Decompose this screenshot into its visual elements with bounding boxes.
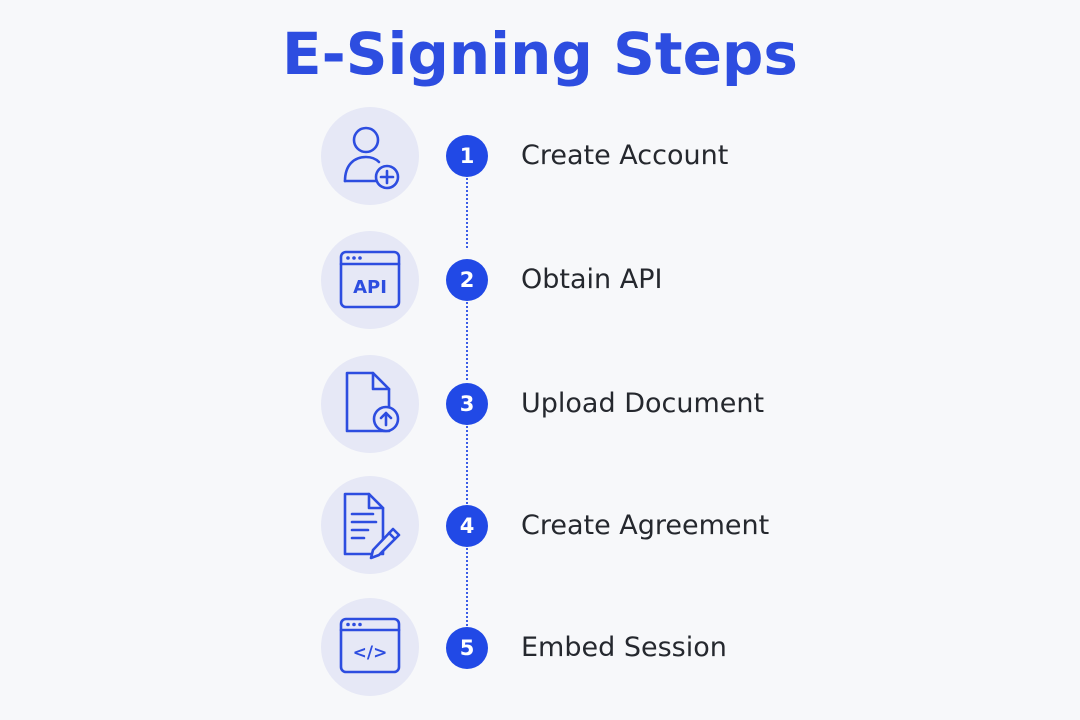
step-icon-circle <box>321 107 419 205</box>
step-icon-circle <box>321 476 419 574</box>
document-upload-icon <box>345 371 400 433</box>
step-label: Create Agreement <box>521 510 770 541</box>
step-icon-circle: </> <box>321 598 419 696</box>
step-icon-circle: API <box>321 231 419 329</box>
step-icon-circle <box>321 355 419 453</box>
step-number-badge: 3 <box>446 383 488 425</box>
step-number-badge: 4 <box>446 505 488 547</box>
user-add-icon <box>343 126 400 190</box>
step-label: Upload Document <box>521 388 765 419</box>
step-label: Embed Session <box>521 632 727 663</box>
code-window-icon: </> <box>339 617 401 674</box>
code-icon-text: </> <box>353 643 388 663</box>
step-label: Obtain API <box>521 264 663 295</box>
step-number-badge: 1 <box>446 135 488 177</box>
step-connector <box>466 178 468 248</box>
step-connector <box>466 302 468 380</box>
api-icon-text: API <box>353 277 387 298</box>
step-connector <box>466 548 468 626</box>
document-sign-icon <box>343 492 401 560</box>
api-window-icon: API <box>339 250 401 309</box>
step-number-badge: 5 <box>446 627 488 669</box>
step-connector <box>466 426 468 504</box>
page-title: E-Signing Steps <box>282 20 798 88</box>
step-number-badge: 2 <box>446 259 488 301</box>
step-label: Create Account <box>521 140 729 171</box>
